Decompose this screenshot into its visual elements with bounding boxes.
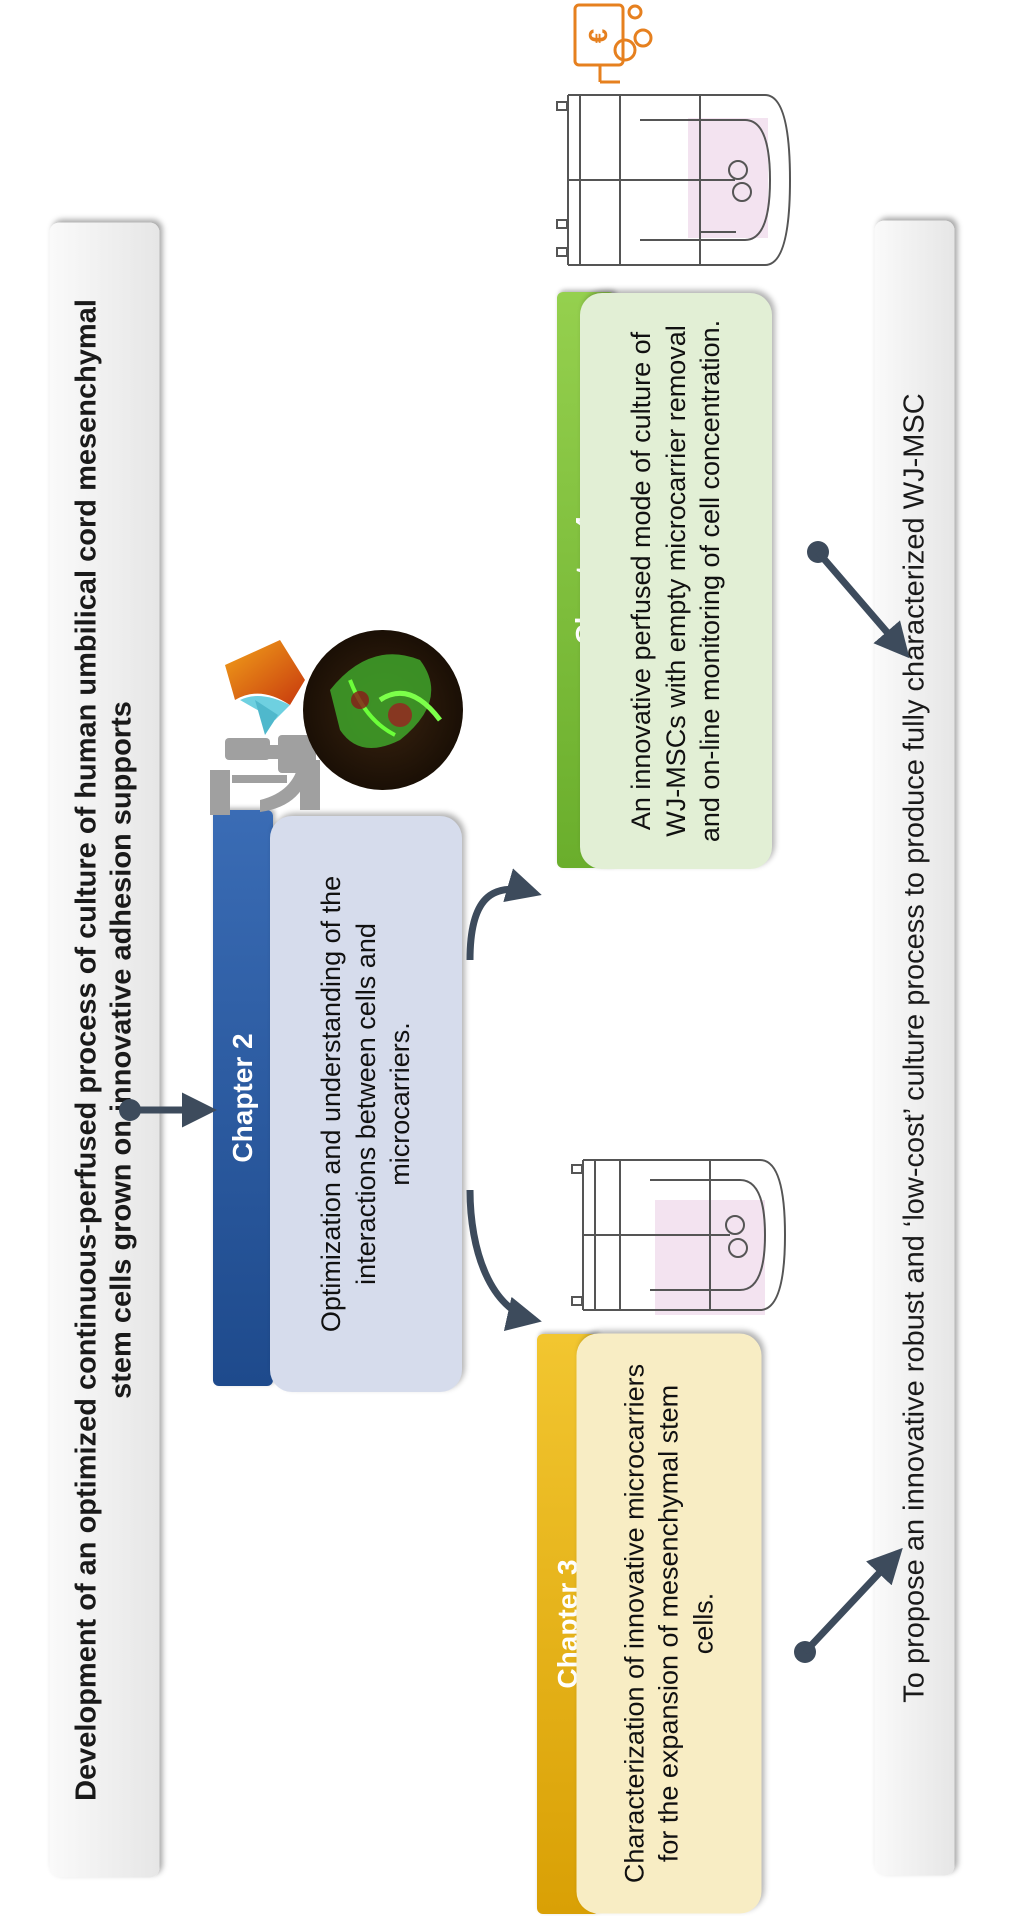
bioreactor-icon <box>571 1159 787 1315</box>
microscope-icon <box>210 735 320 815</box>
euro-symbol: € <box>583 29 613 43</box>
arrow-chapter4-to-goal <box>807 541 910 659</box>
fluorescent-cells-image <box>303 630 463 790</box>
euro-cost-icon: € <box>573 3 653 84</box>
arrow-chapter3-to-goal <box>794 1547 903 1663</box>
bioreactor-icon-2 <box>556 94 792 266</box>
surface-plot-icon <box>225 640 305 735</box>
arrow-chapter2-to-chapter3 <box>466 1189 542 1331</box>
arrow-title-to-chapter2 <box>119 1092 217 1128</box>
arrow-chapter2-to-chapter4 <box>466 868 542 961</box>
